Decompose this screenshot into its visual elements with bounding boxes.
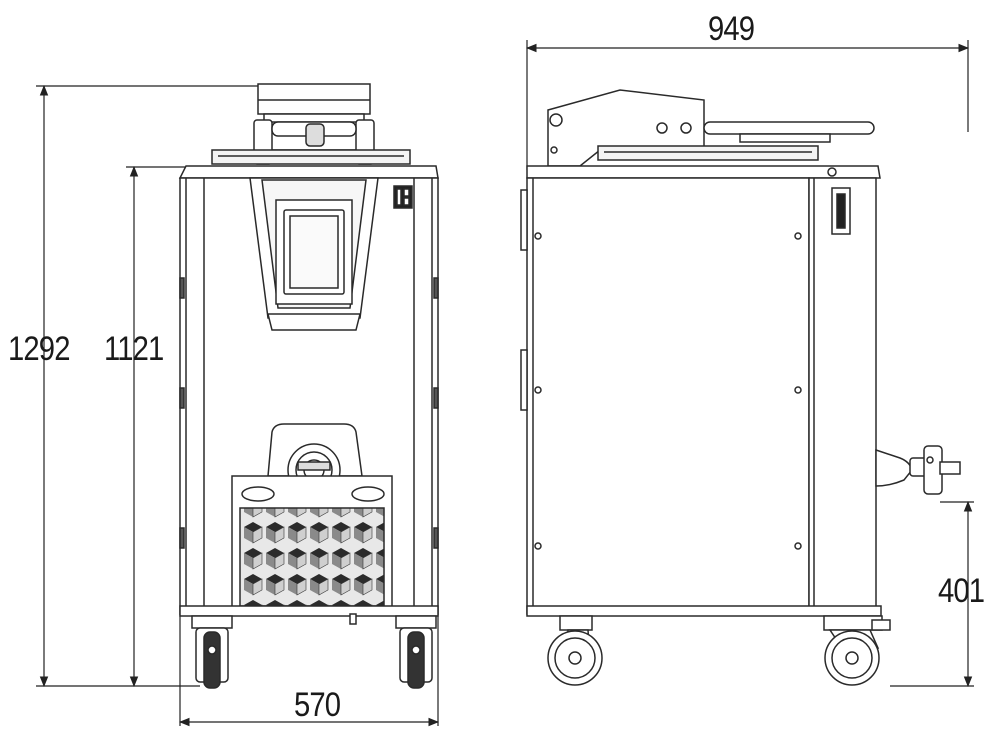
side-cabinet	[526, 177, 810, 615]
lid-arm	[547, 89, 875, 167]
brand-logo	[393, 185, 413, 209]
side-base	[526, 605, 882, 617]
width-label: 570	[294, 686, 341, 724]
lid-rim	[211, 149, 411, 165]
outlet-height-label: 401	[938, 572, 985, 610]
front-view	[178, 83, 439, 689]
side-outlet-spout	[875, 445, 961, 495]
dimension-lines	[36, 40, 974, 727]
side-front-caster	[823, 615, 891, 686]
overall-height-label: 1292	[8, 330, 70, 368]
top-cap	[178, 165, 439, 179]
front-left-caster	[191, 615, 233, 689]
depth-label: 949	[708, 10, 755, 48]
side-door	[808, 177, 877, 615]
side-top-cap	[526, 165, 881, 179]
front-base	[179, 605, 439, 617]
front-right-caster	[395, 615, 437, 689]
body-height-label: 1121	[104, 330, 164, 368]
side-view	[520, 89, 961, 686]
vent-grille	[239, 507, 385, 607]
side-rear-caster	[547, 615, 603, 686]
